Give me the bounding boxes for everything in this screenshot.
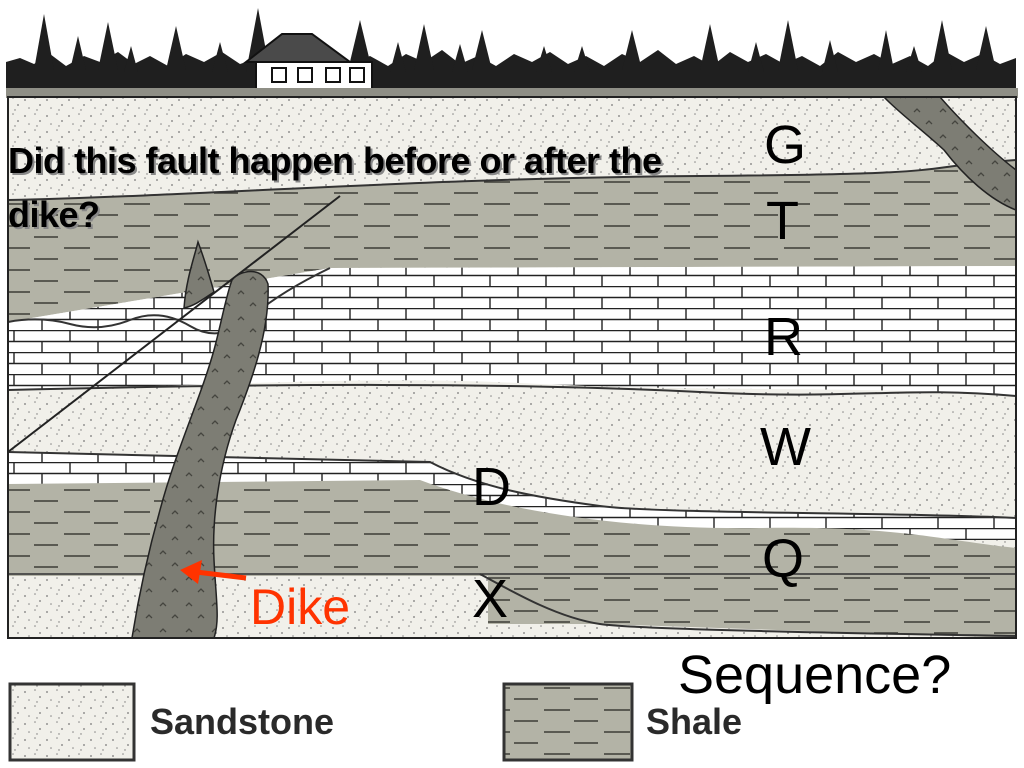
legend-shale-label: Shale xyxy=(646,701,743,742)
layer-label-r: R xyxy=(764,307,803,367)
dike-label: Dike xyxy=(250,579,351,635)
layer-x-sandstone xyxy=(8,576,488,638)
dike xyxy=(131,270,269,638)
house xyxy=(243,33,373,93)
layer-q-shale xyxy=(8,480,1016,574)
strata xyxy=(8,97,1016,638)
layer-label-q: Q xyxy=(762,529,805,589)
layer-label-g: G xyxy=(764,115,807,175)
legend-sandstone-label: Sandstone xyxy=(150,701,335,742)
layer-label-x: X xyxy=(472,569,509,629)
dike-fragment xyxy=(183,239,215,309)
legend-shale-swatch xyxy=(502,682,634,762)
layer-q-shale-base xyxy=(480,574,1016,638)
layer-label-t: T xyxy=(766,191,799,251)
fault-line xyxy=(8,195,341,453)
legend-sandstone-swatch xyxy=(8,682,136,762)
layer-label-d: D xyxy=(472,457,511,517)
layer-w-sandstone xyxy=(8,384,1016,518)
layer-label-w: W xyxy=(760,417,811,477)
layer-t-shale xyxy=(8,160,1016,322)
fault-question: Did this fault happen before or after th… xyxy=(8,140,662,235)
sequence-question: Sequence? xyxy=(678,645,952,705)
soil-line xyxy=(6,88,1018,98)
dike-arrow xyxy=(180,560,247,584)
dike-upper-remnant xyxy=(882,97,1016,211)
